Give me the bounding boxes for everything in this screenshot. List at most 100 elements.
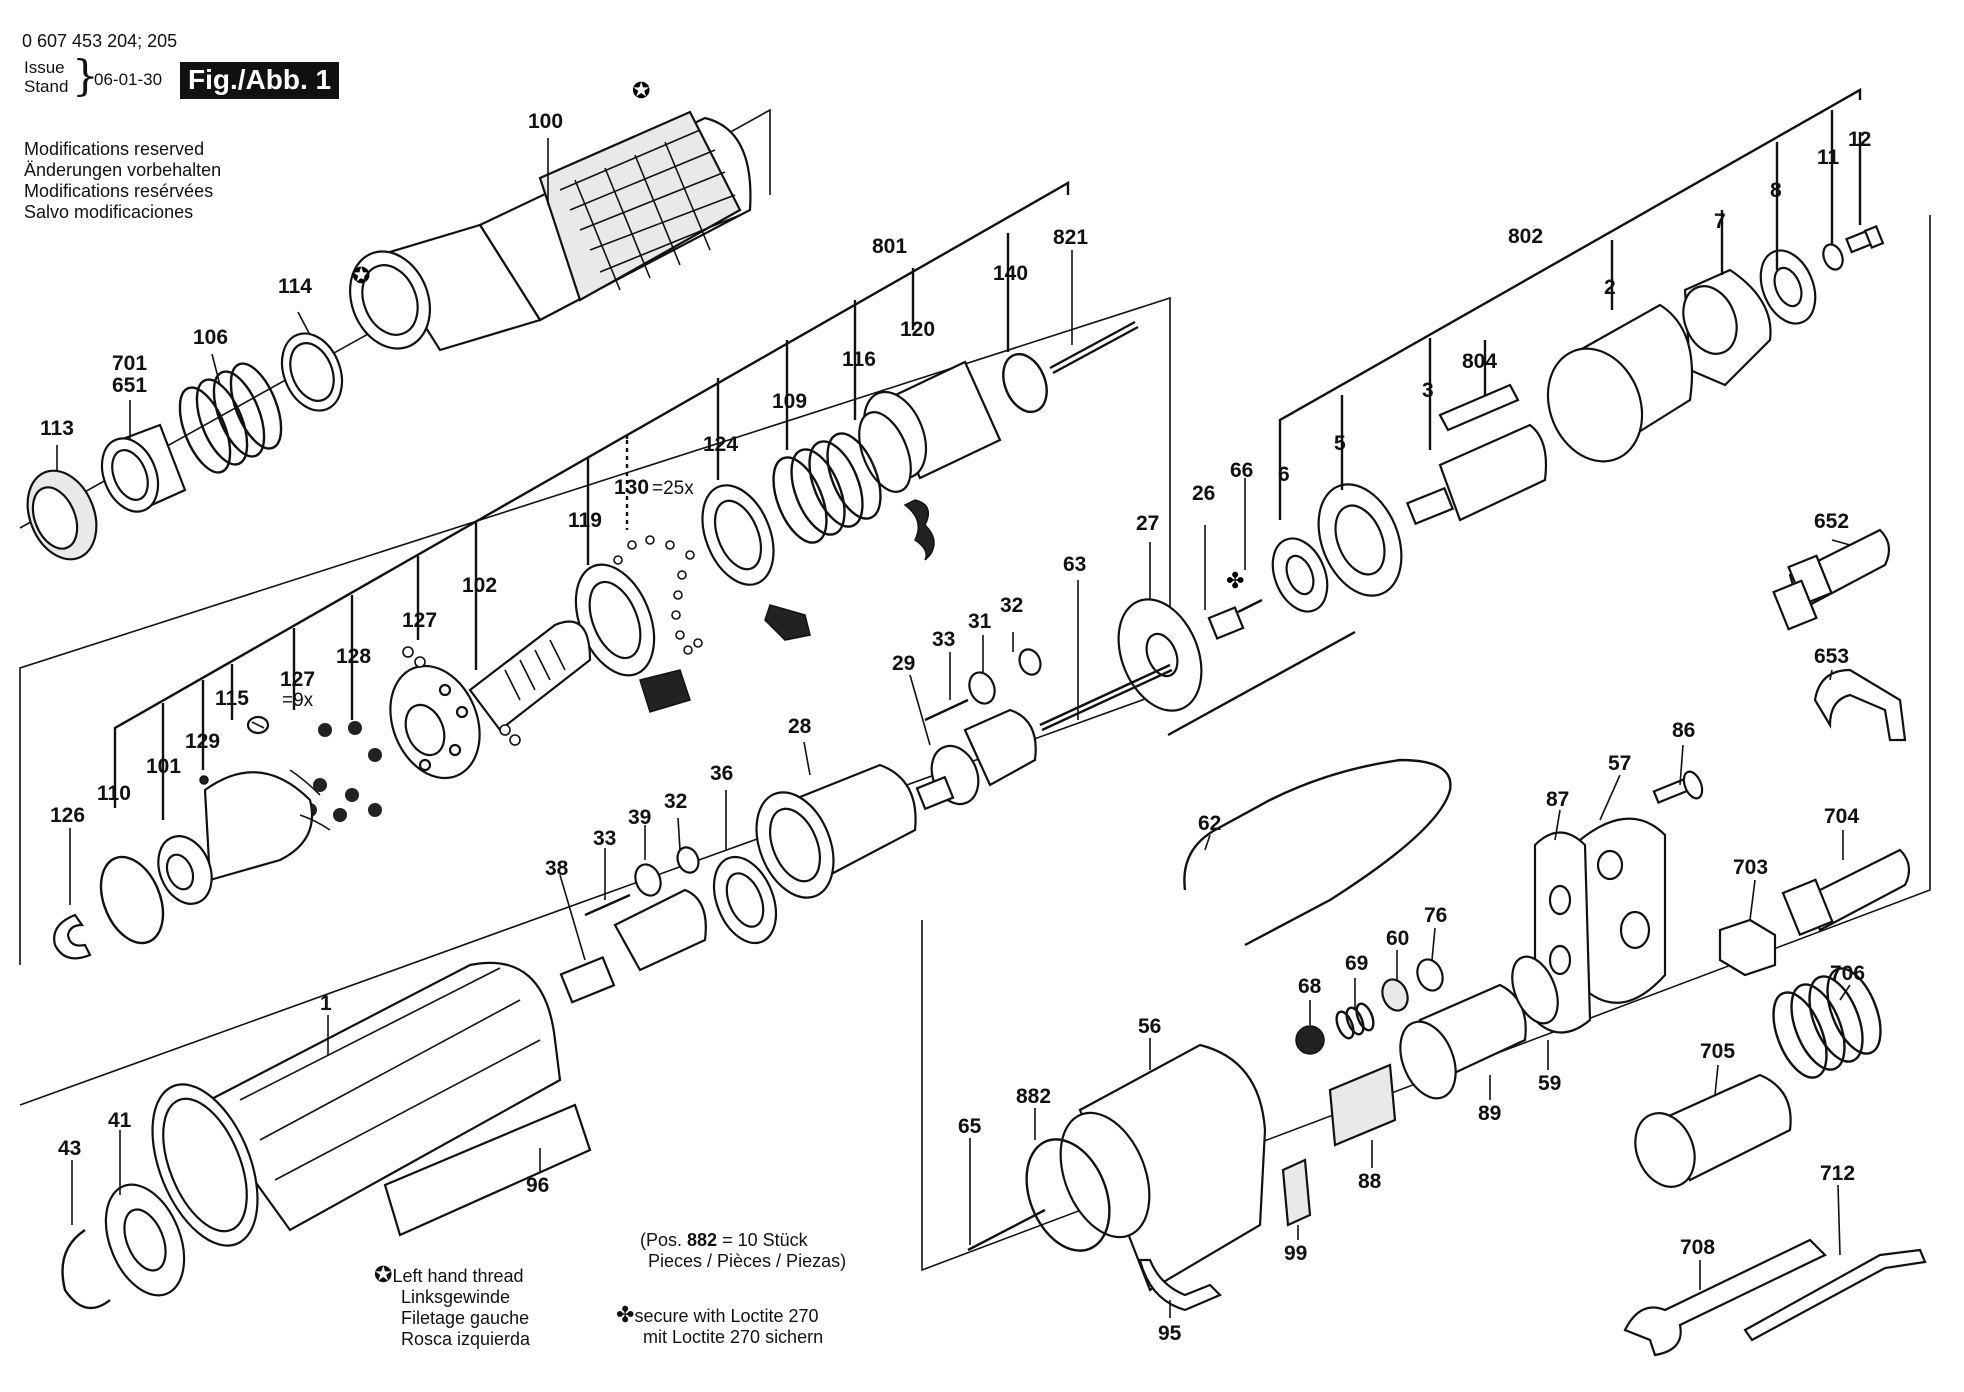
part-706-spring: [1772, 967, 1882, 1079]
callout-76: 76: [1424, 904, 1447, 927]
callout-29: 29: [892, 652, 915, 675]
part-95-guard: [1138, 1258, 1222, 1312]
handle-group: [26, 110, 752, 561]
part-88-block: [1328, 1063, 1397, 1147]
part-66-rod: [1167, 630, 1356, 737]
callout-652: 652: [1814, 510, 1849, 533]
pos-882-note-line1: (Pos. 882 = 10 Stück: [640, 1230, 808, 1250]
callout-56: 56: [1138, 1015, 1161, 1038]
callout-119: 119: [568, 509, 602, 532]
callout-705: 705: [1700, 1040, 1735, 1063]
callout-31: 31: [968, 610, 992, 633]
callout-89: 89: [1478, 1102, 1501, 1125]
callout-651: 651: [112, 374, 147, 397]
callout-120: 120: [900, 318, 935, 341]
gear-assembly-group: [559, 598, 1356, 1004]
callout-116: 116: [842, 348, 876, 371]
part-6-bearing: [1271, 537, 1329, 613]
part-8-bearing: [1759, 249, 1817, 325]
callout-28: 28: [788, 715, 812, 738]
callout-39: 39: [628, 806, 651, 829]
callout-2: 2: [1604, 276, 1616, 299]
part-704-connector: [1781, 848, 1911, 937]
callout-32-top: 32: [1000, 594, 1023, 617]
issue-label: Issue: [24, 58, 65, 77]
callout-63: 63: [1063, 553, 1086, 576]
part-32-gear-top: [1018, 648, 1042, 676]
motor-group: [1271, 224, 1885, 613]
left-thread-legend-line3: Filetage gauche: [401, 1308, 530, 1328]
fittings-group: [1533, 528, 1927, 1357]
part-708-wrench: [1623, 1238, 1827, 1357]
part-7-end-plate: [1682, 268, 1772, 387]
part-705-sleeve: [1634, 1073, 1792, 1188]
callout-62: 62: [1198, 812, 1221, 835]
part-56-motor-housing: [1059, 1043, 1267, 1292]
callout-115: 115: [215, 687, 249, 710]
callout-113: 113: [40, 417, 74, 440]
callout-68: 68: [1298, 975, 1322, 998]
callout-12: 12: [1848, 128, 1871, 151]
modifications-fr: Modifications resérvées: [24, 181, 214, 201]
callout-labels: 100 ✪ ✪ 114 106 701 651 113 801 821 140 …: [40, 79, 1871, 1345]
callout-43: 43: [58, 1137, 81, 1160]
modifications-notice: Modifications reserved Änderungen vorbeh…: [24, 139, 221, 223]
callout-11: 11: [1817, 146, 1840, 169]
part-127-balls: [402, 646, 521, 746]
callout-87: 87: [1546, 788, 1569, 811]
issue-stand-labels: Issue Stand: [24, 58, 68, 96]
callout-33-top: 33: [932, 628, 955, 651]
callout-96: 96: [526, 1174, 549, 1197]
modifications-de: Änderungen vorbehalten: [24, 160, 222, 180]
callout-130: 130: [614, 476, 649, 499]
part-101-clutch-body: [157, 769, 331, 905]
part-804-blade: [1438, 383, 1520, 432]
part-100-handle: [348, 110, 752, 352]
part-102-spindle: [389, 620, 592, 780]
part-68-ball: [1295, 1025, 1325, 1055]
part-39-gear: [634, 863, 662, 897]
callout-126: 126: [50, 804, 85, 827]
callout-712: 712: [1820, 1162, 1855, 1185]
callout-86: 86: [1672, 719, 1695, 742]
callout-33-low: 33: [593, 827, 616, 850]
part-653-clip: [1813, 668, 1907, 742]
callout-57: 57: [1608, 752, 1631, 775]
callout-88: 88: [1358, 1170, 1382, 1193]
part-126-clip: [53, 913, 92, 960]
part-63-shaft: [1039, 663, 1171, 727]
part-712-hex-key: [1743, 1248, 1927, 1342]
part-11-washer: [1822, 243, 1844, 271]
part-89-valve: [1399, 983, 1527, 1100]
part-57-cover: [1578, 817, 1667, 1004]
part-28-ring-gear: [755, 763, 917, 899]
part-128-balls: [303, 721, 382, 822]
part-59-ring: [1511, 955, 1559, 1025]
callout-110: 110: [97, 782, 131, 805]
part-62-wire: [1183, 758, 1452, 947]
callout-706: 706: [1830, 962, 1865, 985]
callout-5: 5: [1334, 432, 1346, 455]
left-thread-legend-line4: Rosca izquierda: [401, 1329, 531, 1349]
loctite-legend-line2: mit Loctite 270 sichern: [643, 1327, 824, 1347]
loctite-legend: ✤secure with Loctite 270 mit Loctite 270…: [616, 1305, 823, 1348]
modifications-es: Salvo modificaciones: [24, 202, 194, 222]
loctite-marker-pinion: ✤: [1226, 569, 1244, 594]
part-38-spindle: [559, 888, 707, 1004]
left-thread-legend-line1: ✪Left hand thread: [374, 1263, 524, 1288]
callout-102: 102: [462, 574, 497, 597]
left-thread-marker-sleeve: ✪: [352, 264, 370, 289]
part-99-label: [1281, 1158, 1312, 1227]
part-12-screw: [1845, 224, 1885, 254]
part-701-651-bushing: [100, 423, 187, 513]
part-43-circlip: [61, 1229, 111, 1310]
callout-114: 114: [278, 275, 312, 298]
part-36-bearing: [712, 855, 778, 945]
callout-65: 65: [958, 1115, 982, 1138]
callout-109: 109: [772, 390, 807, 413]
loctite-legend-line1: ✤secure with Loctite 270: [616, 1303, 819, 1328]
callout-32-low: 32: [664, 790, 687, 813]
part-652-hose-nipple: [1772, 528, 1891, 631]
part-821-pin: [1049, 320, 1136, 370]
part-130-ball-ring: [613, 535, 703, 655]
